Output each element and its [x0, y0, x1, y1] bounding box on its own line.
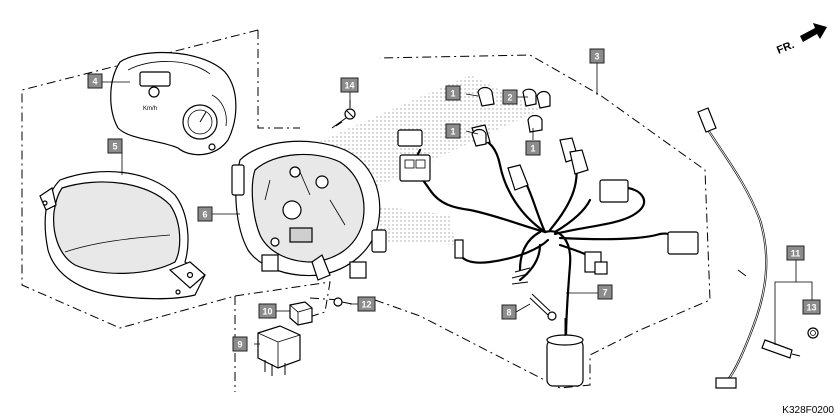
callout-1c: 1	[525, 140, 541, 156]
callout-12: 12	[357, 296, 376, 312]
screw-part-12	[333, 297, 353, 307]
front-direction-marker: FR.	[775, 23, 827, 57]
svg-text:4: 4	[92, 77, 97, 87]
wire-harness-part	[397, 124, 699, 387]
svg-text:14: 14	[344, 81, 354, 91]
svg-text:2: 2	[507, 93, 512, 103]
speedometer-part: Km/h	[110, 51, 237, 156]
screw-part	[331, 100, 356, 129]
callout-1b: 1	[445, 123, 461, 139]
svg-text:11: 11	[791, 249, 801, 259]
svg-text:1: 1	[530, 144, 535, 154]
callout-10: 10	[258, 303, 277, 319]
callout-3: 3	[589, 48, 605, 64]
svg-text:1: 1	[450, 127, 455, 137]
svg-text:12: 12	[361, 300, 371, 310]
svg-text:10: 10	[262, 307, 272, 317]
meter-cover-part	[39, 171, 206, 300]
callout-4: 4	[87, 73, 103, 89]
svg-text:8: 8	[506, 308, 511, 318]
o-ring-part	[807, 327, 819, 339]
callout-7: 7	[597, 284, 613, 300]
fr-arrow-icon	[800, 23, 827, 42]
svg-text:Km/h: Km/h	[143, 106, 157, 112]
meter-case-part	[231, 140, 387, 281]
leader-lines	[102, 63, 813, 345]
relay-part	[257, 325, 301, 376]
diagram-code: K328F0200	[782, 405, 834, 416]
callout-5: 5	[107, 138, 123, 154]
callout-13: 13	[802, 299, 821, 315]
svg-text:7: 7	[602, 288, 607, 298]
callout-11: 11	[786, 245, 805, 261]
bolt-part	[529, 293, 557, 321]
bulb-parts	[471, 86, 551, 147]
callout-14: 14	[340, 77, 359, 93]
fr-label: FR.	[775, 39, 796, 57]
svg-text:5: 5	[112, 142, 117, 152]
callout-1a: 1	[445, 85, 461, 101]
small-relay-part	[289, 301, 313, 326]
svg-text:13: 13	[806, 303, 816, 313]
svg-text:3: 3	[594, 52, 599, 62]
speedometer-cable-part	[697, 107, 801, 389]
svg-text:9: 9	[237, 340, 242, 350]
callout-6: 6	[197, 206, 213, 222]
svg-text:1: 1	[450, 89, 455, 99]
callout-9: 9	[232, 336, 248, 352]
callout-8: 8	[501, 304, 517, 320]
svg-text:6: 6	[202, 210, 207, 220]
callout-2: 2	[502, 89, 518, 105]
